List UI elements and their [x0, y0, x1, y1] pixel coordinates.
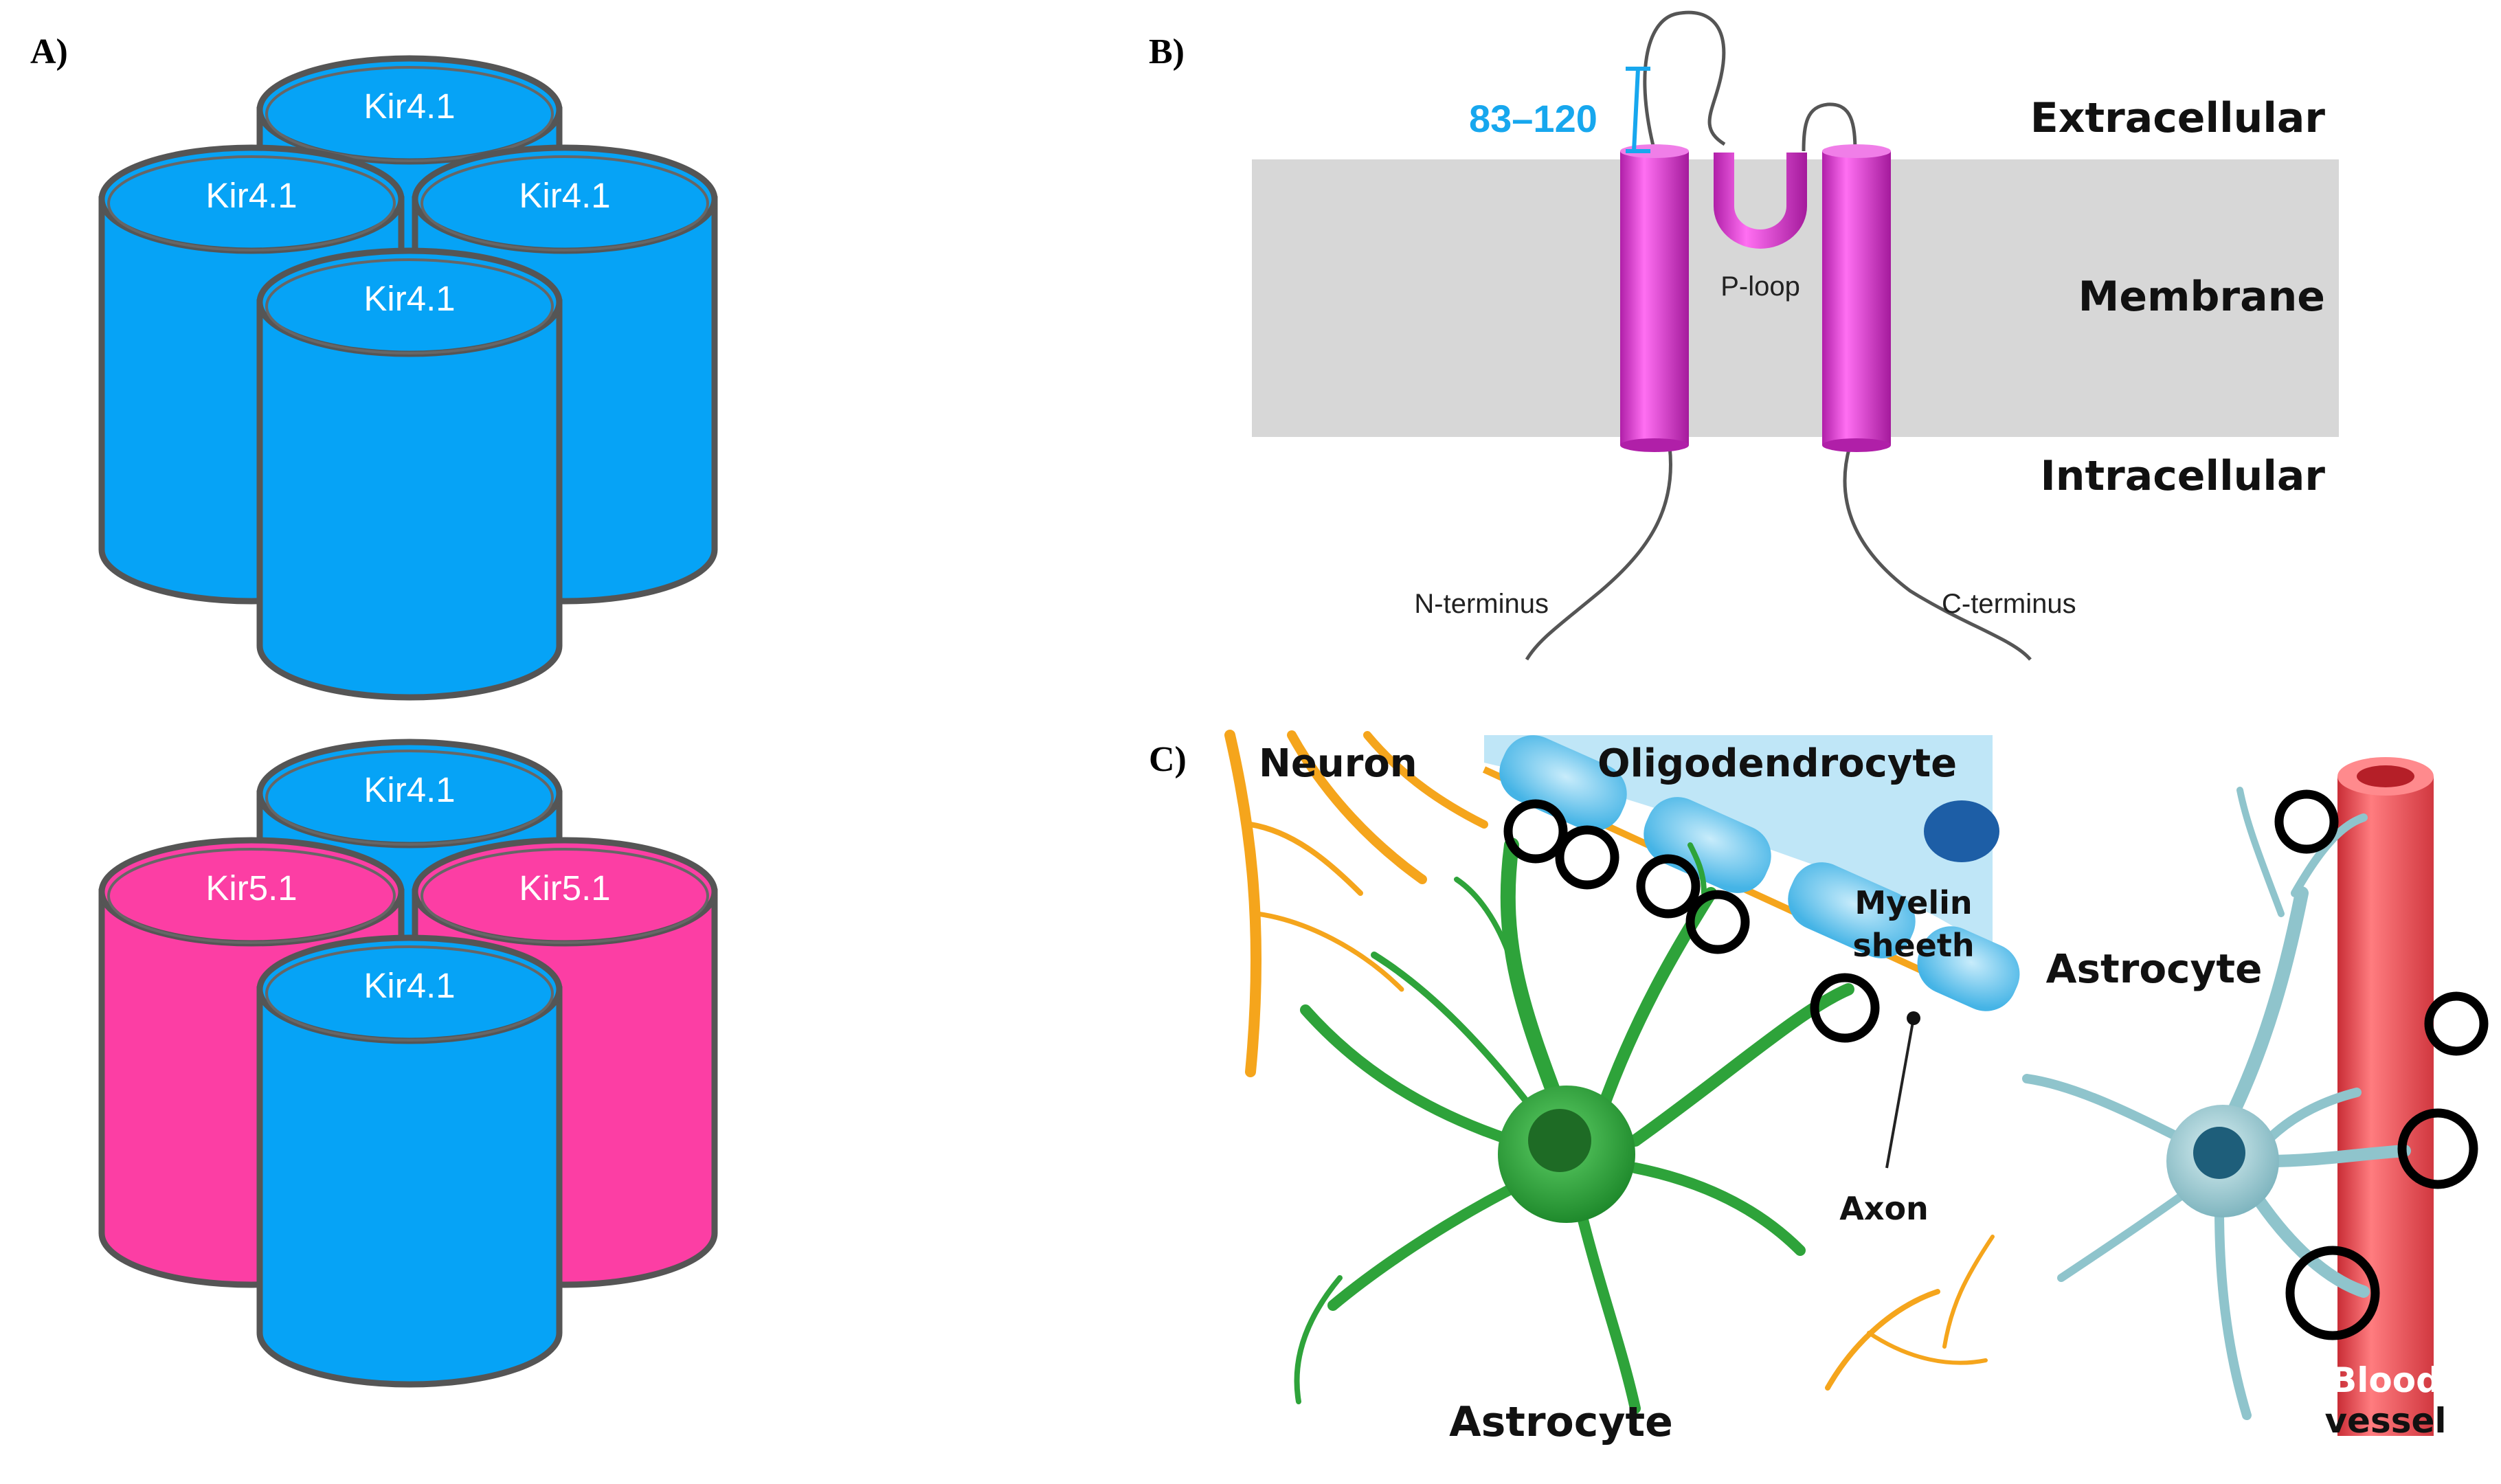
n-terminus-label: N-terminus — [1414, 589, 1549, 619]
panel-b-label: B) — [1149, 32, 1185, 71]
kir-label: Kir4.1 — [205, 176, 297, 215]
kir41-homotetramer: Kir4.1 Kir4.1 Kir4.1 Kir4.1 — [98, 55, 718, 701]
kir-label: Kir5.1 — [519, 868, 610, 908]
astrocyte-label-right: Astrocyte — [2046, 945, 2263, 992]
p-loop-shape — [1714, 153, 1807, 249]
epitope-label: 83–120 — [1469, 97, 1597, 140]
epitope-bracket — [1626, 67, 1650, 153]
astrocyte-green — [1294, 837, 1854, 1414]
p-loop-label: P-loop — [1720, 271, 1800, 302]
topology-diagram: P-loop 83–120 Extracellular Membrane Int… — [1252, 10, 2339, 661]
myelin-label-line1: Myelin — [1854, 884, 1972, 921]
intracellular-label: Intracellular — [2040, 452, 2325, 500]
kir-label: Kir4.1 — [363, 770, 455, 809]
oligodendrocyte-nucleus — [1924, 800, 1999, 862]
extracellular-loop — [1802, 102, 1857, 153]
oligodendrocyte-label: Oligodendrocyte — [1597, 741, 1957, 786]
myelin-sheath-segments — [1499, 735, 2020, 1011]
neuron-label: Neuron — [1259, 741, 1417, 786]
extracellular-label: Extracellular — [2030, 94, 2326, 142]
kir41-kir51-heterotetramer: Kir4.1 Kir5.1 Kir5.1 Kir4.1 — [98, 739, 718, 1388]
kir-subunit-front: Kir4.1 — [256, 247, 563, 701]
kir-label: Kir4.1 — [363, 966, 455, 1005]
axon-label: Axon — [1839, 1190, 1929, 1227]
contact-circles-left — [1503, 799, 1880, 1043]
panel-c-label: C) — [1149, 740, 1187, 779]
extracellular-loop — [1643, 10, 1726, 152]
axon-pointer — [1885, 1018, 1915, 1169]
kir-label: Kir4.1 — [363, 87, 455, 126]
axon-node-dot — [1907, 1011, 1920, 1025]
blood-label-line1: Blood — [2331, 1360, 2441, 1400]
kir-subunit-front: Kir4.1 — [256, 934, 563, 1388]
blood-label-line2: vessel — [2324, 1401, 2446, 1441]
panel-a-label: A) — [30, 32, 68, 71]
astrocyte-vessel-illustration: Astrocyte Blood vessel — [2022, 757, 2489, 1441]
kir-label: Kir4.1 — [519, 176, 610, 215]
astrocyte-blue — [2022, 787, 2411, 1420]
kir-label: Kir4.1 — [363, 279, 455, 318]
c-terminus-label: C-terminus — [1942, 589, 2076, 619]
n-terminus-tail — [1525, 446, 1672, 661]
membrane-label: Membrane — [2078, 273, 2325, 321]
contact-circles-right — [2274, 789, 2489, 1340]
astrocyte-label-left: Astrocyte — [1449, 1398, 1673, 1446]
myelin-label-line2: sheeth — [1852, 927, 1974, 964]
kir-label: Kir5.1 — [205, 868, 297, 908]
transmembrane-helix-1 — [1620, 144, 1689, 452]
neuron-glia-illustration: Neuron Oligodendrocyte Myelin sheeth Axo… — [1224, 730, 2020, 1446]
transmembrane-helix-2 — [1822, 144, 1891, 452]
c-terminus-tail — [1843, 446, 2032, 661]
neuron-dendrites — [1224, 730, 1995, 1391]
